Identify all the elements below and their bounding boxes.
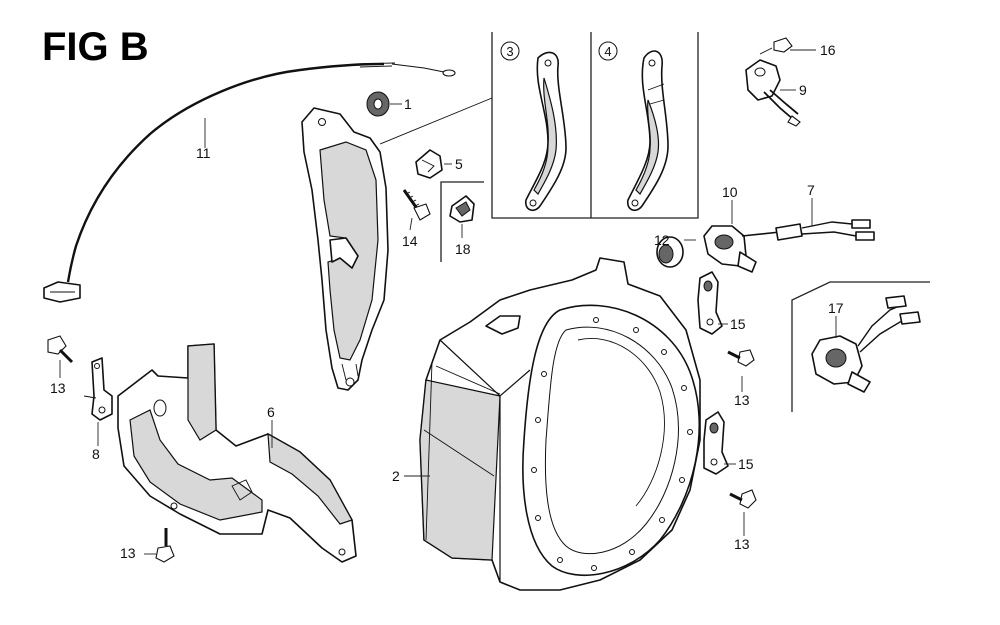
part-fan-shroud-panel (301, 107, 389, 391)
part-15-clip-lower (703, 411, 729, 475)
callout-6: 6 (267, 404, 275, 420)
inset-label-3: 3 (500, 41, 520, 61)
part-11-control-cable (43, 62, 456, 303)
part-14-screw (402, 189, 431, 221)
callout-13-bottom: 13 (120, 545, 136, 561)
inset-frame-variants (379, 32, 699, 219)
callout-10: 10 (722, 184, 738, 200)
inset-frame-17 (791, 281, 930, 412)
callout-2: 2 (392, 468, 400, 484)
callout-7: 7 (807, 182, 815, 198)
part-6-lower-guard (117, 343, 357, 563)
callout-9: 9 (799, 82, 807, 98)
part-4-shroud-variant (626, 50, 669, 212)
callout-18: 18 (455, 241, 471, 257)
inset-frame-18 (440, 181, 484, 262)
callout-5: 5 (455, 156, 463, 172)
callout-13-right-lower: 13 (734, 536, 750, 552)
part-13-bolt-lower-right (729, 489, 757, 509)
part-2-blower-housing (419, 257, 701, 591)
part-17-switch (811, 295, 921, 393)
callout-15-upper: 15 (730, 316, 746, 332)
part-13-bolt-upper-right (727, 349, 755, 367)
callout-15-lower: 15 (738, 456, 754, 472)
callout-11: 11 (196, 145, 211, 161)
part-13-bolt-left (47, 335, 74, 364)
callout-13-right-upper: 13 (734, 392, 750, 408)
callout-17: 17 (828, 300, 844, 316)
inset-label-4: 4 (598, 41, 618, 61)
part-10-switch (703, 225, 757, 273)
svg-text:3: 3 (506, 44, 513, 59)
svg-text:4: 4 (604, 44, 611, 59)
part-15-clip-upper (697, 271, 723, 335)
part-18-clamp (449, 195, 475, 223)
callout-8: 8 (92, 446, 100, 462)
callout-16: 16 (820, 42, 836, 58)
callout-14: 14 (402, 233, 418, 249)
part-16-bolt (759, 37, 793, 55)
part-8-bracket (83, 357, 113, 421)
part-9-switch-bracket (745, 59, 801, 127)
leader-lines (59, 49, 837, 555)
callouts: 1 2 5 6 7 8 9 10 11 12 13 13 13 13 14 15… (50, 42, 844, 561)
part-12-grommet (656, 236, 684, 268)
callout-12: 12 (654, 232, 670, 248)
part-1-grommet (366, 91, 390, 117)
part-5-clip (415, 149, 443, 179)
part-13-bolt-bottom (155, 528, 175, 563)
part-3-shroud-variant (524, 51, 567, 212)
figure-title: FIG B (42, 25, 149, 69)
part-7-wire-harness (741, 219, 875, 241)
callout-13-left: 13 (50, 380, 66, 396)
callout-1: 1 (404, 96, 412, 112)
